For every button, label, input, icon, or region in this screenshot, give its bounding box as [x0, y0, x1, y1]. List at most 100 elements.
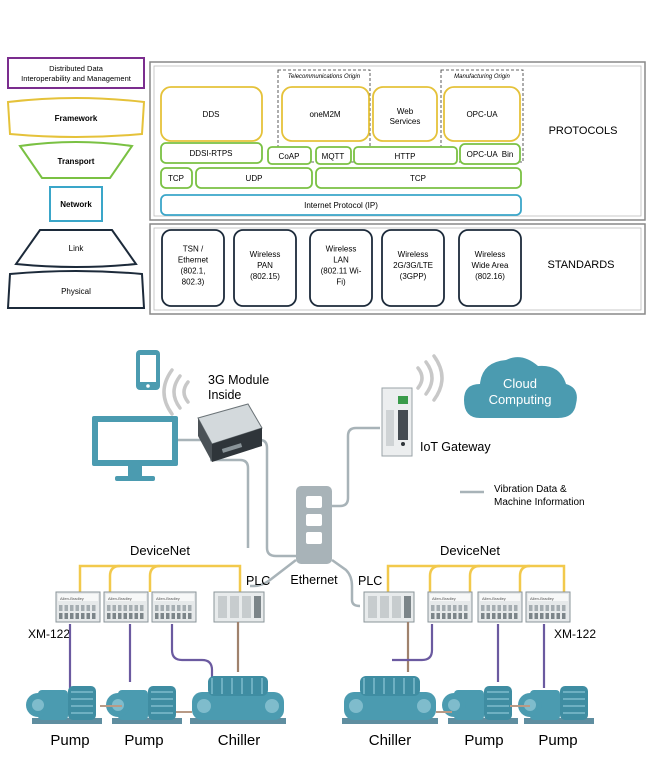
legend-label-1: Vibration Data &	[494, 484, 567, 495]
proto-web-services-label-1: Web	[397, 107, 414, 116]
layer-distributed-data-label-1: Distributed Data	[49, 64, 104, 73]
devicenet-left-label: DeviceNet	[130, 543, 190, 558]
layer-transport-label: Transport	[58, 157, 95, 166]
xm122-module-brand: Allen-Bradley	[432, 596, 456, 601]
telecom-origin-label: Telecommunications Origin	[288, 74, 361, 80]
layer-framework-label: Framework	[55, 114, 98, 123]
bottom-label-pump-4: Pump	[538, 732, 577, 749]
line-gateway-to-switch	[332, 426, 380, 508]
line-switch-to-plc-right	[331, 558, 361, 608]
proto-opcua-bin	[459, 143, 521, 165]
iot-gateway-label: IoT Gateway	[420, 440, 491, 454]
xm122-modules: Allen-Bradley Allen-Bradley Allen-Bradley A…	[55, 591, 571, 623]
standard-box-line: (3GPP)	[400, 272, 427, 281]
standards-panel: STANDARDS TSN / Ethernet (802.1, 802.3) Wire…	[149, 223, 646, 315]
proto-onem2m	[281, 86, 370, 142]
line-module-to-switch	[210, 458, 250, 548]
xm122-module-brand: Allen-Bradley	[530, 596, 554, 601]
iot-gateway-icon	[381, 387, 413, 457]
cloud-label-2: Computing	[489, 392, 552, 407]
machines	[26, 676, 594, 724]
cloud-icon: Cloud Computing	[464, 357, 577, 418]
legend-label-2: Machine Information	[494, 497, 585, 508]
standard-box-line: Ethernet	[178, 256, 209, 265]
phone-icon	[136, 350, 160, 390]
xm122-module-icon: Allen-Bradley	[151, 591, 197, 623]
standard-box-line: 2G/3G/LTE	[393, 261, 433, 270]
devicenet-wires	[78, 564, 566, 592]
plc-left-icon	[213, 591, 265, 623]
connection-lines	[178, 426, 380, 608]
layer-transport	[18, 141, 134, 179]
proto-onem2m-label: oneM2M	[309, 110, 340, 119]
xm122-module-icon: Allen-Bradley	[525, 591, 571, 623]
line-monitor-to-switch	[178, 438, 296, 558]
layer-network-label: Network	[60, 200, 92, 209]
standard-box-line: Wide Area	[472, 261, 509, 270]
proto-tcp-left	[160, 167, 193, 189]
standard-box-line: TSN /	[183, 245, 204, 254]
xm122-left-label: XM-122	[28, 627, 70, 641]
proto-ddsi-rtps-label: DDSI-RTPS	[190, 149, 233, 158]
layer-distributed-data	[7, 57, 145, 89]
proto-ip-label: Internet Protocol (IP)	[304, 201, 378, 210]
proto-opcua-label: OPC-UA	[466, 110, 498, 119]
layer-distributed-data-label-2: Interoperability and Management	[21, 74, 132, 83]
proto-tcp-right-label: TCP	[410, 174, 426, 183]
proto-http-label: HTTP	[395, 152, 416, 161]
bottom-label-chiller-1: Chiller	[218, 732, 261, 749]
standard-box-line: (802.1,	[181, 267, 206, 276]
proto-udp-label: UDP	[246, 174, 263, 183]
proto-coap	[267, 146, 312, 165]
sensor-cables	[68, 622, 546, 688]
chiller-icon	[342, 676, 438, 724]
protocols-section-label: PROTOCOLS	[549, 125, 618, 137]
ethernet-switch-icon	[296, 486, 332, 564]
proto-dds-label: DDS	[203, 110, 220, 119]
standard-box-line: LAN	[333, 256, 349, 265]
monitor-icon	[92, 416, 178, 481]
plc-right-icon	[363, 591, 415, 623]
proto-web-services-label-2: Services	[390, 117, 421, 126]
plc-left-label: PLC	[246, 574, 270, 588]
standard-box-line: (802.16)	[475, 272, 505, 281]
proto-tcp-right	[315, 167, 522, 189]
standard-box: TSN / Ethernet (802.1, 802.3)	[161, 229, 225, 307]
standard-box-line: (802.15)	[250, 272, 280, 281]
standard-box-line: 802.3)	[182, 278, 205, 287]
standard-box-line: Wireless	[475, 250, 506, 259]
layer-physical-label: Physical	[61, 287, 91, 296]
xm122-module-icon: Allen-Bradley	[427, 591, 473, 623]
proto-coap-label: CoAP	[279, 152, 300, 161]
pump-icon	[518, 686, 594, 724]
standard-box-line: Fi)	[336, 278, 346, 287]
line-switch-to-plc-left	[250, 559, 297, 588]
manufacturing-origin-label: Manufacturing Origin	[454, 74, 510, 80]
xm122-module-brand: Allen-Bradley	[60, 596, 84, 601]
3g-module-device-icon	[197, 403, 263, 462]
standard-box-line: Wireless	[250, 250, 281, 259]
proto-ip	[160, 194, 522, 216]
proto-web-services	[372, 86, 438, 142]
layer-network	[49, 186, 103, 222]
bottom-label-pump-3: Pump	[464, 732, 503, 749]
pump-icon	[106, 686, 182, 724]
xm122-module-brand: Allen-Bradley	[108, 596, 132, 601]
proto-ddsi-rtps	[160, 142, 263, 164]
ethernet-label: Ethernet	[290, 573, 338, 587]
standard-box-line: Wireless	[398, 250, 429, 259]
standard-box-line: PAN	[257, 261, 273, 270]
standards-section-label: STANDARDS	[547, 259, 614, 271]
module-label-2: Inside	[208, 388, 241, 402]
bottom-label-chiller-2: Chiller	[369, 732, 412, 749]
layer-framework	[6, 97, 146, 138]
pump-icon	[26, 686, 102, 724]
layer-stack: Distributed Data Interoperability and Ma…	[6, 57, 146, 309]
devicenet-right-label: DeviceNet	[440, 543, 500, 558]
xm122-module-icon: Allen-Bradley	[477, 591, 523, 623]
pump-icon	[442, 686, 518, 724]
proto-opcua-bin-label: OPC-UA Bin	[467, 150, 514, 159]
